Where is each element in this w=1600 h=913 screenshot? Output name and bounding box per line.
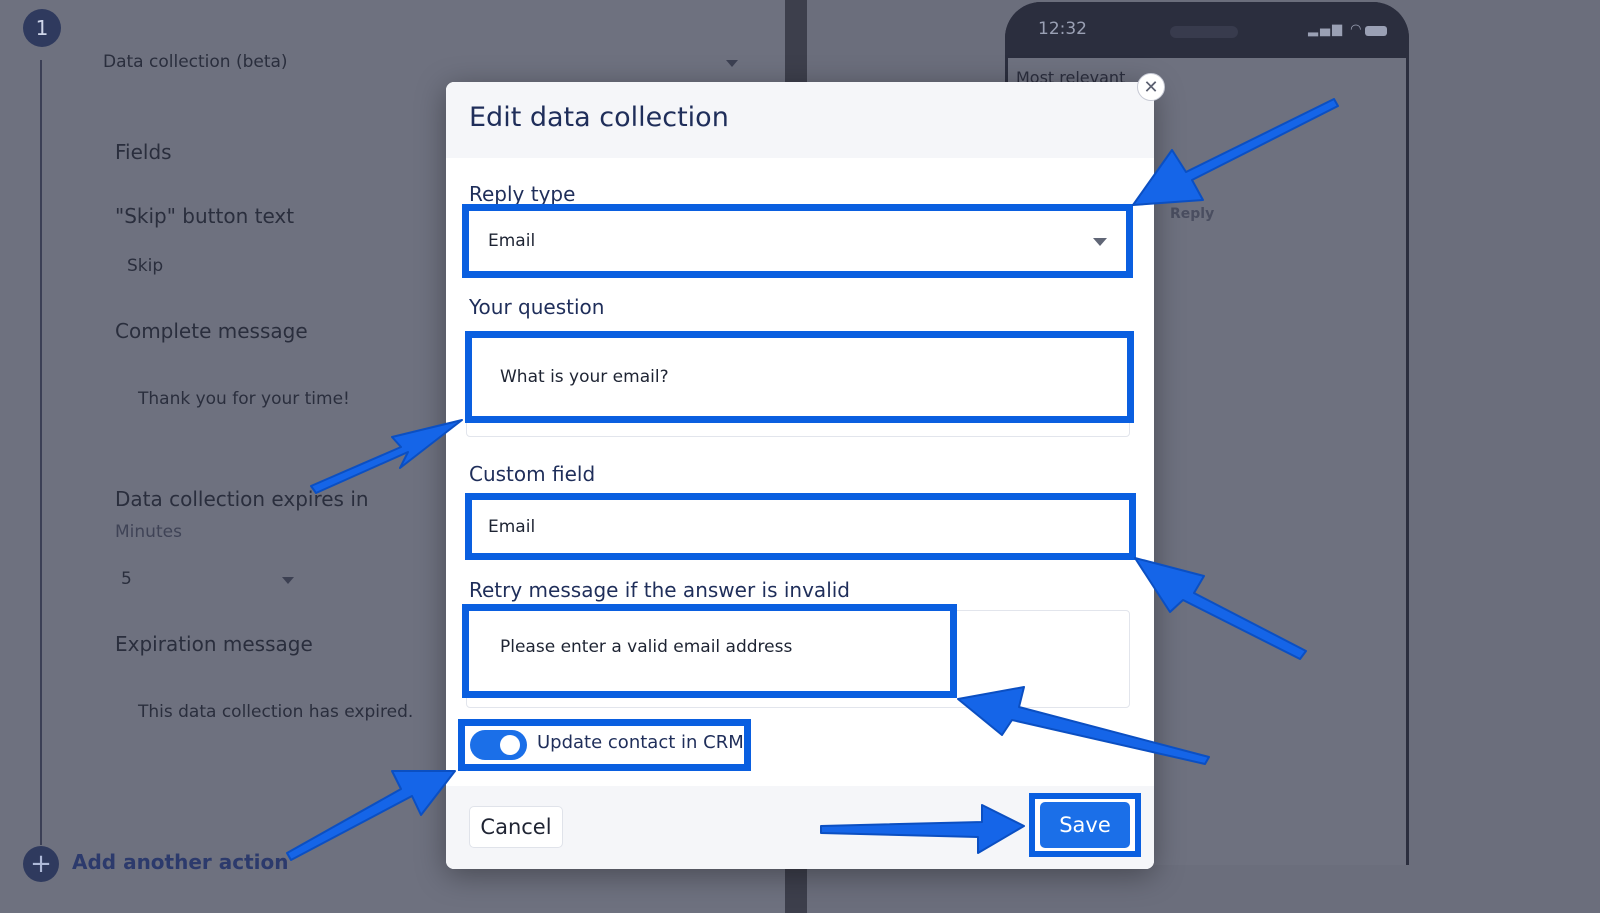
custom-field-input[interactable]: Email xyxy=(465,493,1136,560)
action-type-select[interactable]: Data collection (beta) xyxy=(103,52,288,72)
question-value: What is your email? xyxy=(500,367,669,387)
skip-button-text-label: "Skip" button text xyxy=(115,204,295,228)
chevron-down-icon xyxy=(726,60,738,67)
custom-field-label: Custom field xyxy=(469,462,596,486)
reply-type-label: Reply type xyxy=(469,182,576,206)
preview-reply-label: Reply xyxy=(1170,206,1215,222)
expiration-message-input[interactable]: This data collection has expired. xyxy=(138,702,414,722)
add-action-button[interactable]: + xyxy=(23,846,59,882)
close-icon[interactable]: ✕ xyxy=(1137,73,1165,101)
retry-message-textarea[interactable]: Please enter a valid email address xyxy=(462,604,957,698)
expires-value-select[interactable]: 5 xyxy=(121,569,132,589)
add-action-link[interactable]: Add another action xyxy=(72,850,289,874)
chevron-down-icon xyxy=(1093,238,1107,246)
signal-wifi-icon: ▂▄▆ ◠ xyxy=(1308,22,1364,37)
reply-type-value: Email xyxy=(488,231,536,251)
toggle-knob xyxy=(500,735,520,755)
update-crm-label: Update contact in CRM xyxy=(537,732,744,753)
modal-title: Edit data collection xyxy=(469,102,729,133)
expires-unit-label: Minutes xyxy=(115,522,182,542)
reply-type-select[interactable]: Email xyxy=(462,204,1133,278)
question-textarea[interactable]: What is your email? xyxy=(465,331,1134,423)
modal-header: Edit data collection xyxy=(446,82,1154,158)
question-label: Your question xyxy=(469,295,605,319)
retry-message-value: Please enter a valid email address xyxy=(500,637,793,657)
plus-icon: + xyxy=(30,849,52,879)
complete-message-input[interactable]: Thank you for your time! xyxy=(138,389,350,409)
phone-notch xyxy=(1170,26,1238,38)
step-number-badge: 1 xyxy=(23,9,61,47)
skip-button-text-input[interactable]: Skip xyxy=(127,256,164,276)
timeline-line xyxy=(40,60,42,845)
custom-field-value: Email xyxy=(488,516,536,537)
save-button[interactable]: Save xyxy=(1040,802,1130,848)
complete-message-label: Complete message xyxy=(115,319,308,343)
fields-heading: Fields xyxy=(115,140,172,164)
expires-in-label: Data collection expires in xyxy=(115,487,369,511)
battery-icon xyxy=(1365,26,1387,36)
chevron-down-icon xyxy=(282,577,294,584)
retry-message-label: Retry message if the answer is invalid xyxy=(469,578,850,602)
cancel-button[interactable]: Cancel xyxy=(469,806,563,848)
phone-time: 12:32 xyxy=(1038,19,1087,39)
expiration-message-label: Expiration message xyxy=(115,632,313,656)
